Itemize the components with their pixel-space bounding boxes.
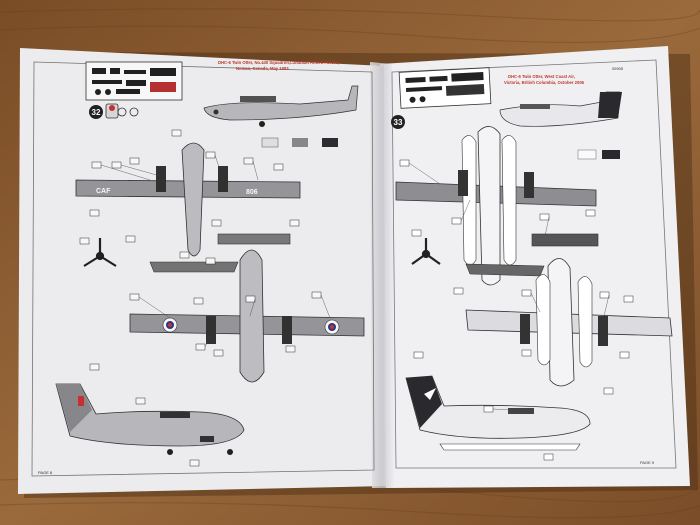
left-propeller [83, 238, 117, 267]
right-bottom-side-view [405, 375, 591, 451]
page-spine [370, 62, 394, 488]
left-callouts [79, 129, 322, 467]
left-decal-sheet-items [92, 68, 176, 95]
swatch-grey [292, 138, 308, 147]
left-top-view-aircraft: CAF 806 [75, 142, 301, 273]
page-shading [18, 48, 386, 494]
right-underside-aircraft [465, 258, 673, 387]
left-leader-lines [100, 154, 331, 348]
swatch-light [261, 137, 279, 148]
right-page-footer: PAGE 9 [640, 460, 655, 465]
right-caption-line1: DHC-6 Twin Otter, West Coast Air, [508, 74, 575, 79]
left-bottom-side-view [55, 383, 245, 455]
right-page-border [391, 59, 677, 469]
swatch-dark [322, 138, 338, 147]
right-page-code: 05905 [612, 66, 624, 71]
left-underside-aircraft [129, 249, 365, 383]
left-step-badge [89, 105, 103, 119]
right-swatch-white [577, 149, 597, 160]
left-stabilizer-part [217, 233, 291, 245]
right-top-side-view [499, 91, 622, 127]
right-swatch-dark [602, 150, 620, 159]
glue-icon [117, 107, 127, 117]
right-propeller [411, 238, 441, 265]
left-caption-line1: DHC-6 Twin Otter, No.440 Squadron,Canadi… [218, 60, 339, 65]
wing-marking-serial: 806 [246, 189, 258, 196]
left-step-number: 32 [92, 108, 101, 117]
left-top-side-view [203, 85, 359, 127]
right-step-badge [391, 115, 405, 129]
left-caption-line2: Nomao, Canada, May 1983. [236, 66, 290, 71]
left-page-footer: PAGE 8 [38, 470, 53, 475]
right-decal-sheet-items [405, 71, 485, 103]
help-icon [129, 107, 139, 117]
right-top-view-aircraft [395, 126, 597, 286]
paint-pot-icon [105, 103, 119, 119]
wing-marking-caf: CAF [96, 188, 111, 195]
right-caption-line2: Victoria, British Columbia, October 2006 [504, 80, 585, 85]
left-page-border [31, 61, 375, 477]
right-leader-lines [408, 162, 610, 411]
right-stabilizer-part [531, 233, 599, 247]
right-step-number: 33 [394, 118, 403, 127]
